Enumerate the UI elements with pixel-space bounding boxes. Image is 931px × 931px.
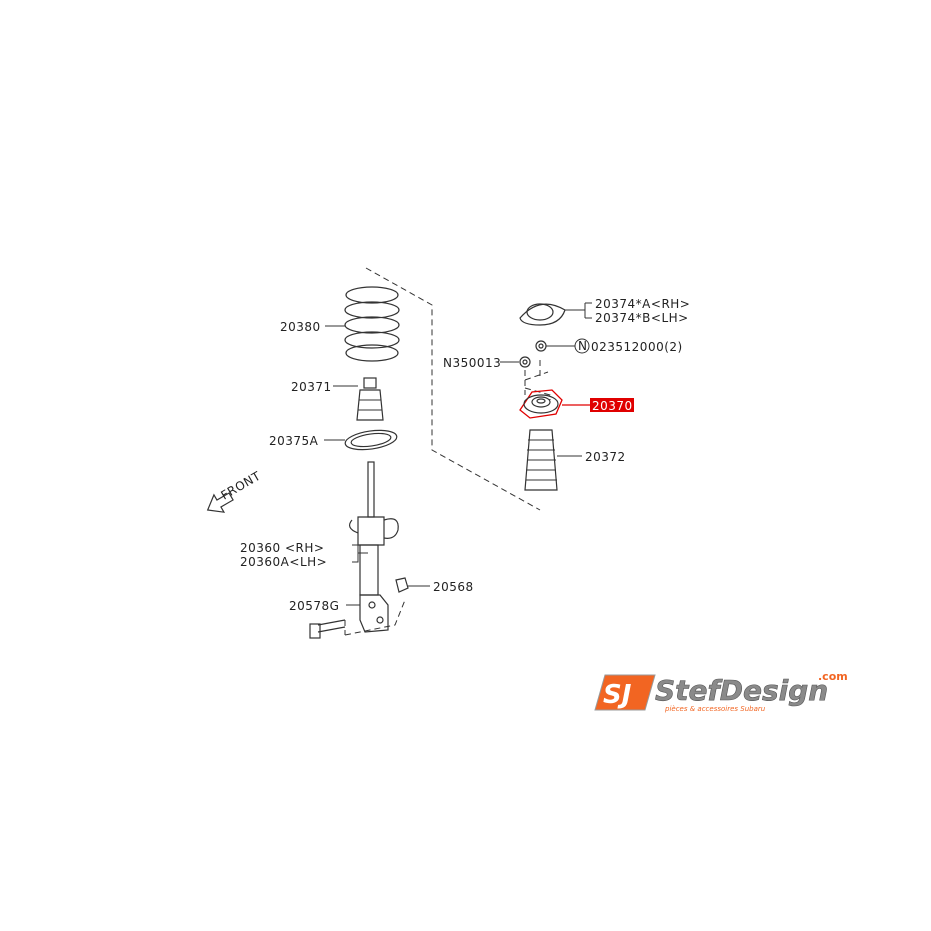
circle-n-marker: N <box>578 339 587 353</box>
nut-dashed-line <box>524 360 551 400</box>
label-20372: 20372 <box>585 450 626 464</box>
bump-stop <box>356 377 384 421</box>
strut-body <box>348 461 399 633</box>
label-N350013: N350013 <box>443 356 501 370</box>
assembly-dashed-line <box>365 267 541 511</box>
spring-seat <box>344 429 398 451</box>
logo-domain: .com <box>818 670 848 683</box>
bolt-20578G <box>309 619 346 639</box>
label-20375A: 20375A <box>269 434 319 448</box>
coil-spring <box>344 286 400 362</box>
front-label: FRONT <box>219 469 264 503</box>
strut-mount-20370[interactable] <box>519 389 634 419</box>
bolt-dashed-line <box>344 599 406 636</box>
dust-boot <box>524 429 558 491</box>
svg-text:SJ: SJ <box>603 680 632 710</box>
mount-cover <box>519 303 566 326</box>
nut-023512000 <box>535 340 547 352</box>
label-20371: 20371 <box>291 380 332 394</box>
label-20380: 20380 <box>280 320 321 334</box>
label-20360: 20360 <RH> <box>240 541 324 555</box>
nut-20568 <box>395 577 409 593</box>
front-arrow-icon <box>206 492 234 513</box>
stefdesign-logo: SJ StefDesign .com pièces & accessoires … <box>594 670 848 713</box>
label-20374A: 20374*A<RH> <box>595 297 690 311</box>
label-20370-highlighted[interactable]: 20370 <box>592 399 633 413</box>
label-023512000: 023512000(2) <box>591 340 683 354</box>
label-20360A: 20360A<LH> <box>240 555 327 569</box>
label-20578G: 20578G <box>289 599 339 613</box>
label-20374B: 20374*B<LH> <box>595 311 689 325</box>
logo-tagline: pièces & accessoires Subaru <box>664 705 766 713</box>
label-20568: 20568 <box>433 580 474 594</box>
logo-brand: StefDesign <box>655 674 828 707</box>
nut-N350013 <box>519 356 531 368</box>
